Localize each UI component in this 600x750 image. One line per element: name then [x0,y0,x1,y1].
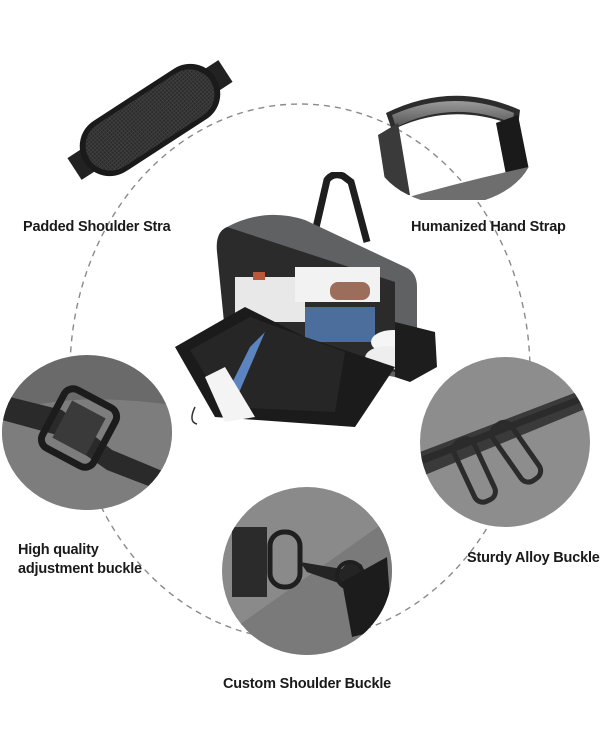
feature-label-sturdy-alloy-buckle: Sturdy Alloy Buckle [467,550,600,566]
garment-duffel-bag-image [155,172,445,432]
custom-shoulder-buckle-image [222,487,392,655]
feature-label-custom-shoulder-buckle: Custom Shoulder Buckle [223,676,392,692]
adjustment-buckle-image [2,355,172,510]
feature-label-adjustment-buckle-line2: adjustment buckle [18,561,142,577]
padded-shoulder-strap-image [60,55,240,185]
feature-label-humanized-hand-strap: Humanized Hand Strap [411,219,566,235]
feature-label-adjustment-buckle-line1: High quality [18,542,99,558]
alloy-zipper-buckle-image [420,357,590,527]
hand-strap-image [368,85,538,200]
feature-label-padded-shoulder-strap: Padded Shoulder Stra [23,219,171,235]
